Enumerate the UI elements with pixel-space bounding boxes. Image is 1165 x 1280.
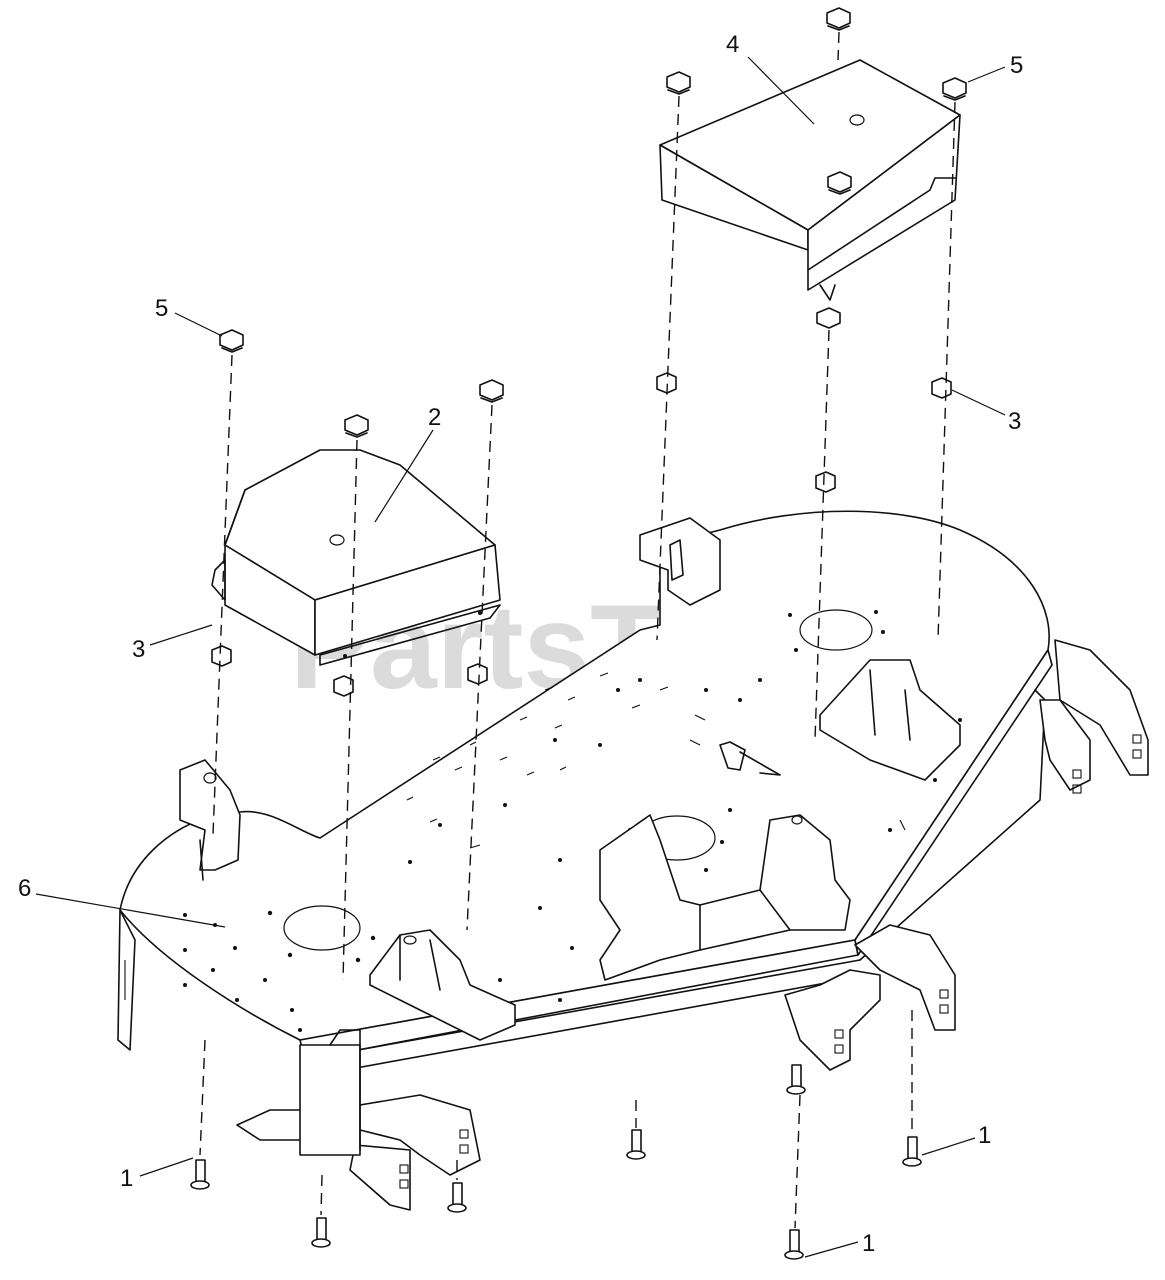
callout-3-right: 3 — [1008, 408, 1021, 435]
callouts: 1 1 1 2 3 3 4 5 5 6 — [18, 31, 1023, 1258]
assembly-lines — [199, 31, 956, 1229]
flange-nut — [219, 329, 244, 353]
carriage-bolt — [784, 1229, 804, 1260]
hex-nut — [815, 471, 836, 493]
carriage-bolt — [786, 1064, 806, 1095]
callout-5-left: 5 — [155, 295, 168, 322]
hex-nut — [656, 372, 677, 394]
right-mount-bracket — [819, 659, 961, 781]
deck-slots — [406, 672, 906, 849]
hex-nut — [931, 377, 952, 399]
center-mount-bracket — [369, 929, 516, 1041]
flange-nut — [827, 171, 852, 195]
left-belt-cover — [211, 449, 501, 666]
hex-nut — [467, 663, 488, 685]
callout-5-right: 5 — [1010, 52, 1023, 79]
flange-nut — [479, 379, 504, 403]
rear-mount-bracket — [639, 517, 721, 606]
callout-1-bottom: 1 — [862, 1230, 875, 1257]
callout-4: 4 — [726, 31, 739, 58]
right-belt-cover — [659, 59, 961, 301]
callout-6: 6 — [18, 875, 31, 902]
carriage-bolt — [902, 1136, 922, 1167]
hex-nut — [211, 645, 232, 667]
carriage-bolt — [626, 1129, 646, 1160]
anti-scalp-right — [1039, 639, 1149, 794]
flange-nut — [826, 7, 851, 31]
flange-nut — [344, 414, 369, 438]
hex-nut — [333, 675, 354, 697]
front-right-mount — [599, 814, 851, 981]
flange-nut — [816, 307, 841, 329]
flange-nut — [666, 71, 691, 95]
anti-scalp-front-left — [236, 1029, 481, 1211]
left-mount-bracket — [179, 759, 241, 881]
callout-1-right: 1 — [978, 1122, 991, 1149]
callout-3-left: 3 — [132, 636, 145, 663]
hardware-nuts — [211, 7, 967, 697]
hardware-bolts — [190, 1064, 922, 1260]
anti-scalp-front-right — [784, 924, 956, 1071]
callout-1-left: 1 — [120, 1165, 133, 1192]
carriage-bolt — [190, 1159, 210, 1190]
flange-nut — [942, 77, 967, 101]
callout-2: 2 — [428, 404, 441, 431]
carriage-bolt — [311, 1217, 331, 1248]
carriage-bolt — [447, 1182, 467, 1213]
